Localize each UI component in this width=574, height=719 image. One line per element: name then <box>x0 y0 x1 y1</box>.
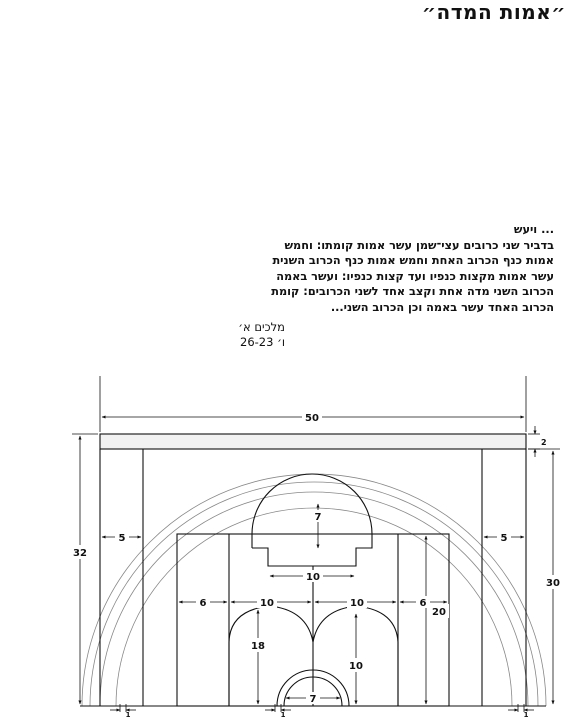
quote-line: בדביר שני כרובים עצי־שמן עשר אמות קומתו:… <box>284 238 554 252</box>
dim-right-inner-height: 20 <box>432 607 446 618</box>
dim-small-center: 1 <box>281 711 286 719</box>
dimension-lines <box>72 376 560 712</box>
dim-right-wall: 5 <box>501 533 508 544</box>
page-title: ״אמות המדה״ <box>421 0 566 24</box>
quote-line: עשר אמות מקצות כנפיו ועד קצות כנפיו: ועש… <box>276 269 554 283</box>
structure <box>80 433 546 707</box>
source-verses: ו׳ 26-23 <box>240 335 285 349</box>
source-book: מלכים א׳ <box>238 320 285 334</box>
quote-line: הכרוב האחד עשר באמה וכן הכרוב השני... <box>330 300 554 314</box>
dim-right-height: 30 <box>546 578 560 589</box>
top-beam <box>99 433 527 450</box>
cherub-wings <box>228 605 399 643</box>
quote-line: הכרוב השני מדה אחת וקצב אחד לשני הכרובים… <box>271 285 554 299</box>
dim-center-inner-height: 10 <box>349 661 363 672</box>
dim-left-height: 32 <box>73 548 87 559</box>
quote-line: אמות כנף הכרוב האחת וחמש אמות כנף הכרוב … <box>272 254 554 268</box>
scripture-quote: ... ויעש בדביר שני כרובים עצי־שמן עשר אמ… <box>248 222 554 316</box>
bottom-arch <box>276 669 350 707</box>
dim-total-width: 50 <box>305 413 319 424</box>
scripture-source: מלכים א׳ ו׳ 26-23 <box>200 320 285 350</box>
dimension-labels: 50 2 32 30 5 5 7 10 6 6 10 10 20 18 10 7… <box>72 411 561 719</box>
dim-right-side: 6 <box>420 598 427 609</box>
dim-left-wall: 5 <box>119 533 126 544</box>
quote-line: ... ויעש <box>513 223 554 236</box>
central-dome <box>252 534 373 567</box>
concentric-arcs <box>81 473 547 707</box>
dim-small-left: 1 <box>126 711 131 719</box>
dim-beam-height: 2 <box>541 438 547 447</box>
dim-bottom-arch: 7 <box>310 694 317 705</box>
dim-inner-left: 10 <box>260 598 274 609</box>
dim-small-right: 1 <box>524 711 529 719</box>
dim-left-inner-height: 18 <box>251 641 265 652</box>
dim-left-side: 6 <box>200 598 207 609</box>
dim-top-dome: 7 <box>315 512 322 523</box>
dim-inner-right: 10 <box>350 598 364 609</box>
dim-center-span: 10 <box>306 572 320 583</box>
